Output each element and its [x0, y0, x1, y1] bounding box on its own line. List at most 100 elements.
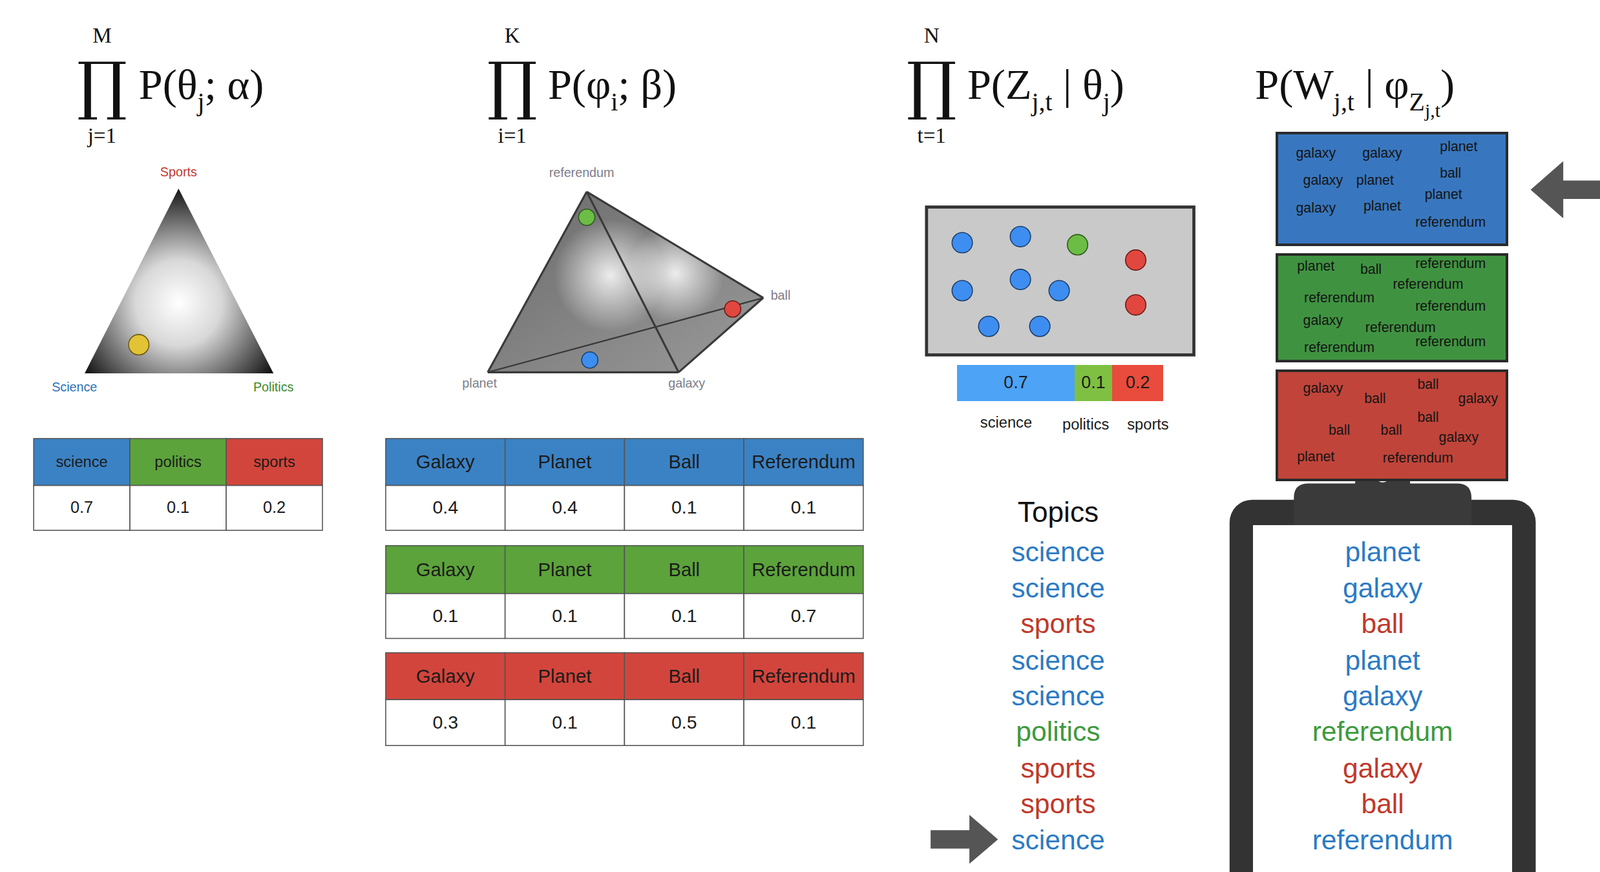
corner-label: Politics — [253, 380, 294, 395]
subscript: Z — [1409, 87, 1425, 117]
table-value: 0.1 — [551, 606, 578, 627]
subscript: j — [197, 87, 205, 117]
table-cell — [743, 546, 864, 594]
table-cell — [743, 593, 864, 639]
node-text: galaxy — [1342, 753, 1423, 784]
node-text: referendum — [1415, 334, 1486, 350]
table-value: 0.1 — [551, 712, 578, 733]
table-header: Referendum — [751, 666, 856, 687]
table-cell — [226, 485, 323, 531]
node-text: galaxy — [1362, 146, 1403, 161]
node-text: galaxy — [1458, 392, 1499, 408]
phi-dot — [581, 352, 598, 369]
node-text: planet — [1424, 188, 1463, 203]
node-text: ball — [1360, 262, 1382, 278]
table-value: 0.4 — [432, 498, 459, 519]
node-text: 0.1 — [1081, 373, 1106, 393]
glow — [626, 224, 726, 323]
clipboard-sheet: planetgalaxyballplanetgalaxyreferendumga… — [1252, 525, 1513, 872]
topic-word: sports — [1020, 608, 1096, 639]
node-text: ball — [1439, 166, 1462, 182]
topic-word: science — [1011, 644, 1106, 676]
table-header: Referendum — [751, 451, 856, 473]
table-cell — [743, 485, 864, 531]
formula-limit: N — [924, 23, 940, 48]
corner-label: Science — [51, 380, 97, 395]
node-text: 0.7 — [1003, 373, 1028, 393]
table-cell — [743, 653, 864, 701]
table-cell — [505, 438, 625, 486]
node-text: ball — [1360, 789, 1404, 820]
formula-text: ; β) — [617, 60, 677, 108]
tetrahedron — [487, 191, 764, 373]
node-text: referendum — [1312, 824, 1454, 855]
table-header: Galaxy — [416, 666, 475, 687]
product-symbol: ∏ — [906, 51, 958, 121]
sample-box — [926, 207, 1195, 356]
table-value: 0.5 — [671, 712, 698, 733]
node-text: referendum — [1365, 320, 1436, 336]
table-value: 0.1 — [790, 498, 817, 519]
phi-dot — [578, 209, 595, 226]
table-cell — [743, 699, 864, 746]
node-text: planet — [1345, 644, 1421, 676]
node-text: referendum — [1415, 299, 1486, 315]
topic-word-box: planetballreferendumreferendumreferendum… — [1275, 253, 1509, 363]
formula-text: P(Z — [967, 60, 1032, 108]
table-value: 0.1 — [671, 606, 698, 627]
simplex-triangle — [84, 188, 274, 374]
subscript: j,t — [1424, 99, 1441, 121]
table-cell — [505, 653, 625, 701]
table-header: Ball — [668, 559, 700, 581]
node-text: 0.2 — [1125, 373, 1150, 393]
table-cell — [624, 546, 744, 594]
node-text: referendum — [1304, 290, 1375, 306]
topic-word: science — [1011, 572, 1106, 603]
table-header: Planet — [538, 559, 592, 581]
table-cell — [624, 699, 744, 746]
vertex-label: galaxy — [668, 376, 706, 391]
topic-word: politics — [1015, 716, 1100, 748]
formula-limit: K — [504, 23, 521, 48]
product-symbol: ∏ — [76, 51, 128, 121]
formula-text: P(W — [1254, 60, 1334, 108]
topic-word-box: galaxygalaxyplanetgalaxyplanetballplanet… — [1275, 131, 1509, 247]
table-cell — [385, 593, 506, 639]
table-cell — [743, 438, 864, 486]
node-text: planet — [1296, 450, 1335, 466]
formula-text: | φ — [1354, 60, 1410, 108]
vertex-label: planet — [462, 376, 497, 391]
node-text: galaxy — [1342, 680, 1423, 711]
formula-text: ) — [1110, 60, 1125, 108]
table-value: 0.1 — [671, 498, 698, 519]
topic-word: science — [1011, 536, 1106, 568]
table-header: politics — [154, 453, 201, 471]
table-cell — [505, 593, 625, 639]
table-cell — [33, 438, 130, 486]
table-cell — [624, 438, 744, 486]
topic-word: science — [1011, 680, 1106, 711]
formula-text: | θ — [1052, 60, 1104, 108]
table-cell — [624, 593, 744, 639]
table-cell — [385, 653, 506, 701]
node-text: ball — [1417, 377, 1439, 393]
table-header: Planet — [538, 666, 592, 687]
subscript: j,t — [1333, 87, 1355, 117]
formula: P(φi; β) — [547, 63, 677, 116]
topic-dots — [951, 226, 1146, 338]
bar-caption: politics — [1062, 416, 1109, 433]
corner-label: Sports — [160, 165, 198, 180]
table-value: 0.2 — [263, 498, 286, 517]
table-value: 0.7 — [70, 498, 94, 517]
node-text: galaxy — [1303, 173, 1344, 189]
bar-caption: science — [980, 414, 1032, 432]
formula-text: ) — [1440, 60, 1455, 108]
node-text: planet — [1356, 173, 1394, 189]
formula-limit: j=1 — [87, 124, 117, 148]
subscript: j — [1103, 87, 1111, 117]
node-text: planet — [1345, 536, 1421, 568]
table-header: Planet — [538, 451, 592, 473]
table-cell — [624, 653, 744, 701]
subscript: j,t — [1031, 87, 1053, 117]
table-cell — [385, 699, 506, 746]
